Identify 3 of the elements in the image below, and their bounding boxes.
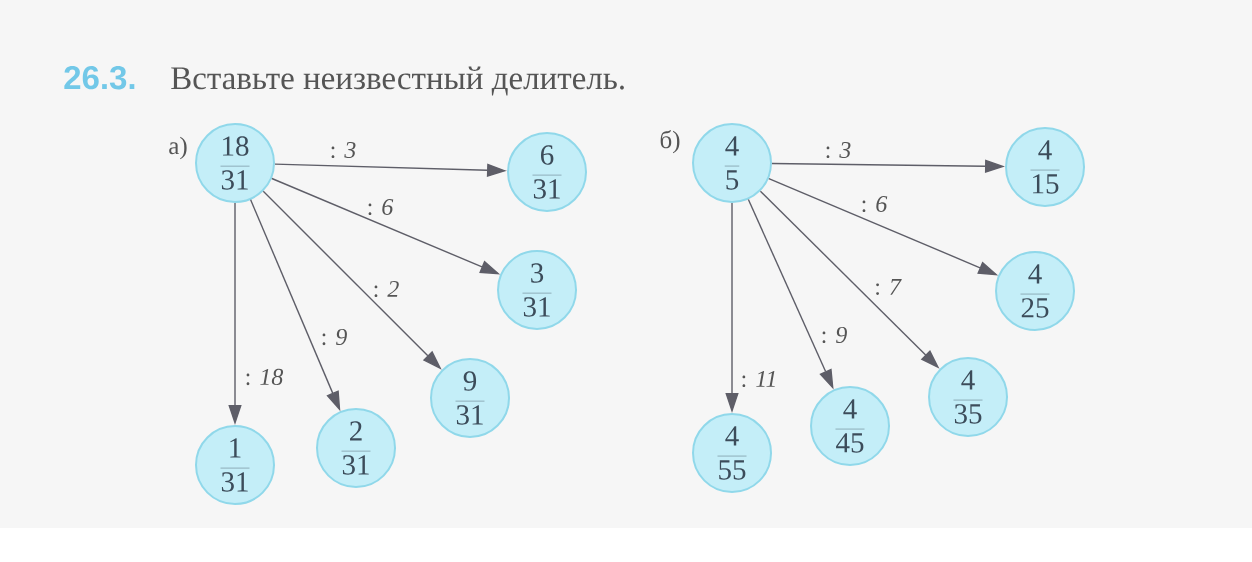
part-label: б) (660, 130, 680, 154)
exercise-number: 26.3. (64, 65, 135, 90)
title: Вставьте неизвестный делитель. (171, 66, 624, 96)
